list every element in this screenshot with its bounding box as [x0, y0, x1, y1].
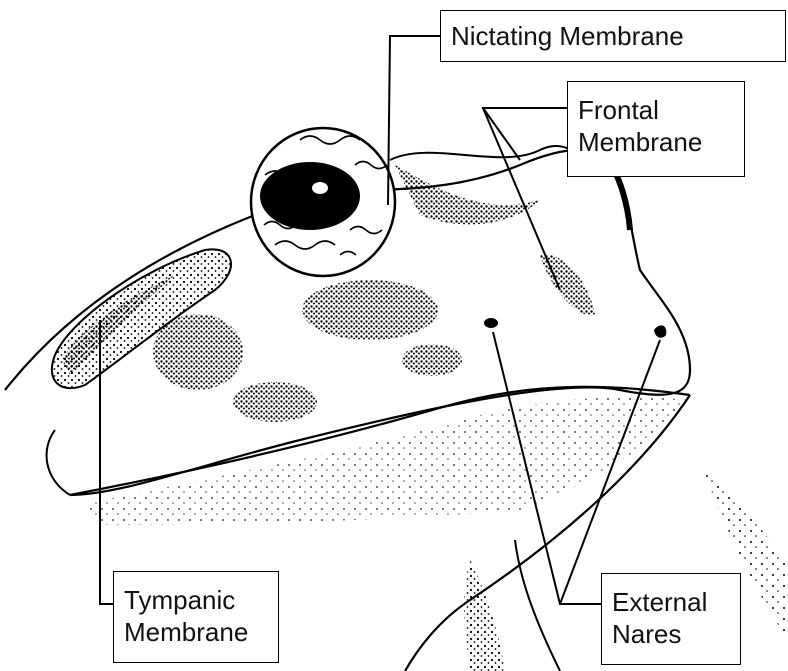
lower-jaw-outline: [47, 430, 70, 495]
pupil: [260, 162, 360, 230]
label-frontal-membrane: Frontal Membrane: [567, 81, 745, 177]
spot: [302, 280, 438, 340]
throat-shading: [464, 560, 505, 671]
spot: [402, 344, 462, 376]
forelimb-line: [515, 540, 560, 671]
spot: [153, 314, 243, 390]
label-external-nares: External Nares: [601, 573, 741, 665]
label-nictating-membrane: Nictating Membrane: [440, 10, 786, 62]
brow-shading: [395, 165, 540, 224]
brow-ridge: [390, 146, 590, 170]
spot: [233, 382, 317, 422]
chin-shading: [80, 397, 690, 525]
naris-right: [654, 325, 666, 337]
naris-left: [484, 318, 498, 328]
eye-highlight: [312, 182, 328, 194]
label-tympanic-membrane: Tympanic Membrane: [113, 571, 279, 663]
